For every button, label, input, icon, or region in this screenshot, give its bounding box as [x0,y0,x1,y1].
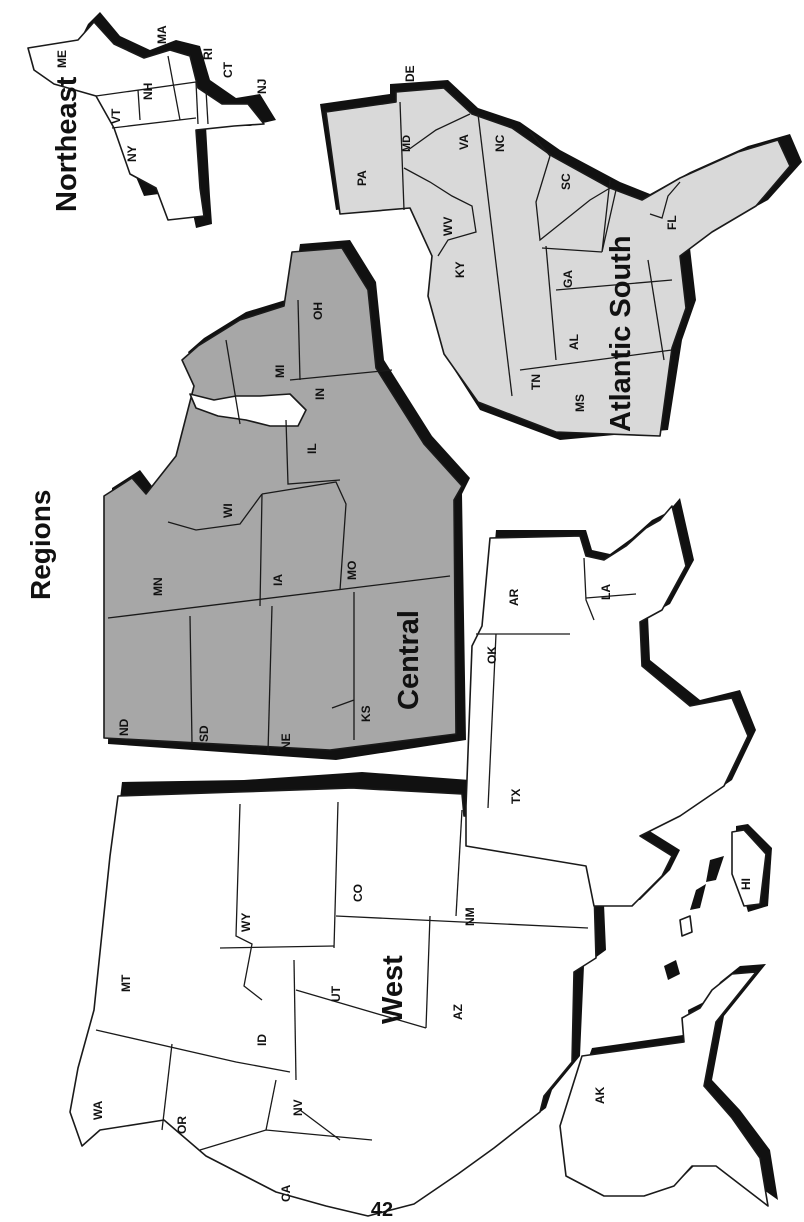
state-label-fl: FL [665,215,679,230]
alaska [559,964,778,1207]
northeast-region [27,12,276,228]
state-label-ct: CT [221,61,235,78]
state-label-nd: ND [117,718,131,736]
region-label-west: West [377,955,409,1024]
atlantic-south-region [320,80,802,440]
state-label-me: ME [55,50,69,68]
state-label-tx: TX [509,789,523,804]
state-label-ri: RI [201,48,215,60]
state-label-mi: MI [273,365,287,378]
central-region [103,240,470,760]
south-central-borders [476,557,637,809]
state-label-mt: MT [119,974,133,992]
state-label-ca: CA [279,1184,293,1202]
state-label-ky: KY [453,261,467,278]
state-label-ne: NE [279,733,293,750]
south-central-fill [465,505,749,907]
state-label-wy: WY [239,913,253,932]
state-label-de: DE [403,65,417,82]
state-label-nm: NM [463,907,477,926]
state-label-mn: MN [151,577,165,596]
state-label-wa: WA [91,1100,105,1120]
northeast-fill [27,21,265,221]
central-borders [107,299,451,753]
state-label-la: LA [599,584,613,600]
state-label-nh: NH [141,83,155,100]
west-borders [95,801,589,1151]
state-label-ak: AK [593,1086,607,1104]
page-number: 42 [371,1199,393,1221]
state-label-nc: NC [493,134,507,152]
state-label-nv: NV [291,1099,305,1116]
state-label-sd: SD [197,725,211,742]
state-label-ms: MS [573,394,587,412]
state-label-in: IN [313,388,327,400]
state-label-pa: PA [355,170,369,186]
state-label-ok: OK [485,646,499,664]
state-label-ma: MA [155,25,169,44]
state-label-tn: TN [529,374,543,390]
atlantic-south-borders [399,101,681,397]
state-label-co: CO [351,884,365,902]
state-label-hi: HI [739,878,753,890]
state-label-md: MD [401,135,413,152]
state-label-vt: VT [109,108,123,124]
state-label-ks: KS [359,705,373,722]
state-label-az: AZ [451,1004,465,1020]
region-label-central: Central [393,610,425,710]
state-label-il: IL [305,443,319,454]
state-label-ny: NY [125,145,139,162]
state-label-ar: AR [507,588,521,606]
region-label-northeast: Northeast [51,76,83,212]
state-label-va: VA [457,134,471,150]
lake-michigan [189,393,307,427]
state-label-mo: MO [345,561,359,580]
atlantic-south-fill [325,87,791,437]
hawaii [664,824,772,980]
region-label-atlantic-south: Atlantic South [605,235,637,432]
state-label-oh: OH [311,302,325,320]
state-label-ia: IA [271,574,285,586]
state-label-wi: WI [221,503,235,518]
central-fill [103,247,463,751]
state-label-sc: SC [559,173,573,190]
state-label-al: AL [567,334,581,350]
south-central-states [465,498,756,907]
northeast-borders [95,55,209,129]
state-label-ut: UT [329,985,343,1002]
state-label-or: OR [175,1116,189,1134]
state-label-id: ID [255,1034,269,1046]
state-label-nj: NJ [255,79,269,94]
west-region [69,772,606,1217]
state-label-wv: WV [441,217,455,236]
state-label-ga: GA [561,270,575,288]
page-title: Regions [25,490,56,600]
